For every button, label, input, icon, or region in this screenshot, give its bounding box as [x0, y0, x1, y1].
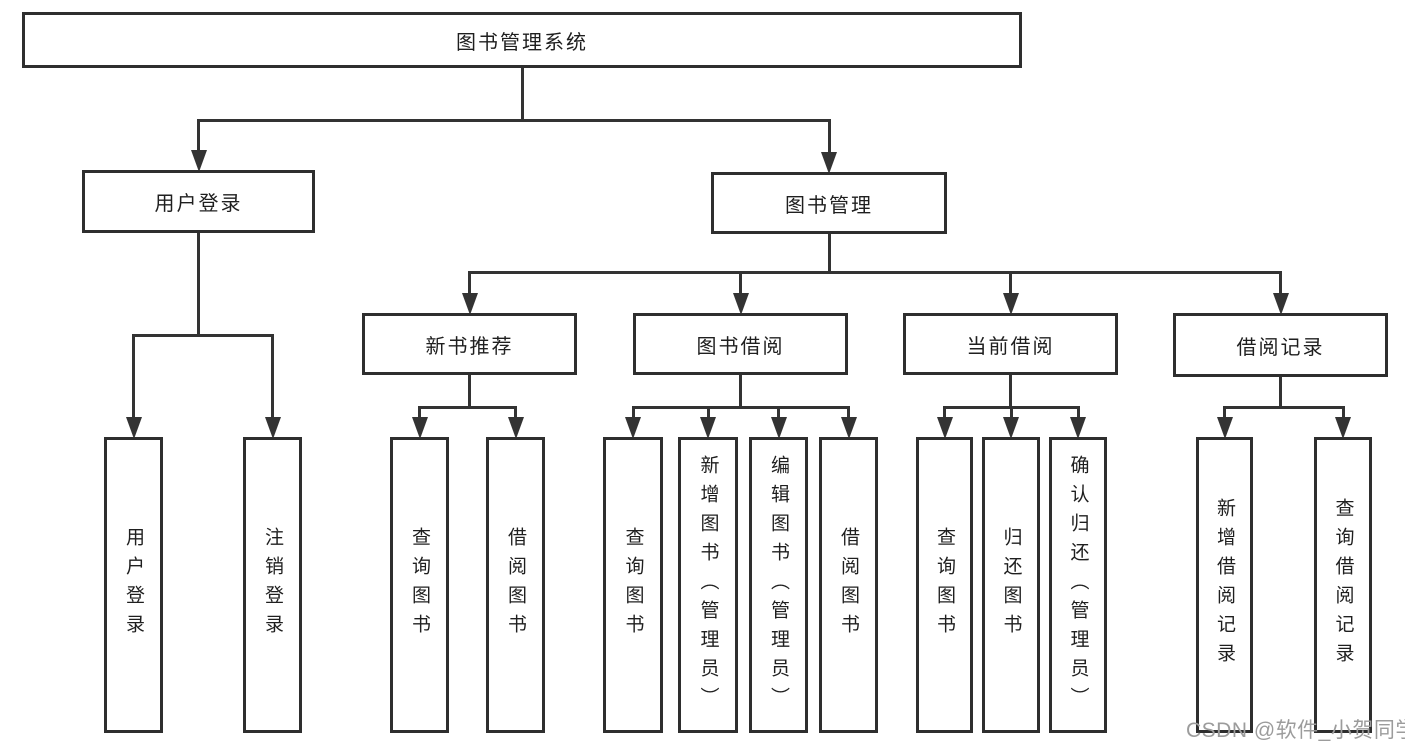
node-label-leaf-nb-borrow: 借阅图书	[505, 527, 526, 643]
arrowhead-icon	[1216, 417, 1233, 439]
node-leaf-bb-edit: 编辑图书（管理员）	[749, 437, 808, 733]
arrowhead-icon	[936, 417, 953, 439]
csdn-watermark: CSDN @软件_小贺同学	[1186, 719, 1405, 742]
node-leaf-logout: 注销登录	[243, 437, 302, 733]
arrowhead-icon	[507, 417, 524, 439]
arrowhead-icon	[625, 417, 641, 439]
connector-line	[1076, 407, 1080, 421]
arrowhead-icon	[411, 417, 428, 439]
node-leaf-cb-confirm: 确认归还（管理员）	[1049, 437, 1107, 733]
arrowhead-icon	[821, 152, 837, 174]
connector-line	[631, 405, 850, 409]
connector-line	[197, 118, 831, 122]
node-book-borrow: 图书借阅	[633, 313, 848, 375]
node-label-book-mgmt: 图书管理	[785, 194, 873, 217]
node-label-leaf-cb-confirm: 确认归还（管理员）	[1067, 454, 1089, 716]
connector-line	[1279, 377, 1282, 407]
node-leaf-user-login: 用户登录	[104, 437, 163, 733]
connector-line	[514, 407, 517, 421]
node-label-new-book-rec: 新书推荐	[425, 335, 514, 358]
node-label-leaf-bb-add: 新增图书（管理员）	[697, 454, 719, 716]
connector-line	[1223, 407, 1226, 421]
connector-line	[1341, 407, 1345, 421]
node-borrow-records: 借阅记录	[1173, 313, 1388, 377]
arrowhead-icon	[700, 417, 716, 439]
node-label-leaf-user-login: 用户登录	[123, 527, 144, 643]
arrowhead-icon	[770, 417, 787, 439]
node-leaf-bb-borrow: 借阅图书	[819, 437, 878, 733]
node-label-leaf-br-add: 新增借阅记录	[1214, 498, 1235, 672]
node-label-leaf-cb-return: 归还图书	[1000, 527, 1022, 643]
node-label-leaf-logout: 注销登录	[262, 527, 283, 643]
arrowhead-icon	[461, 293, 478, 315]
node-label-leaf-bb-edit: 编辑图书（管理员）	[768, 454, 789, 716]
arrowhead-icon	[1070, 417, 1086, 439]
connector-line	[706, 407, 710, 421]
node-label-leaf-nb-query: 查询图书	[409, 527, 430, 643]
node-leaf-cb-query: 查询图书	[916, 437, 973, 733]
node-label-leaf-cb-query: 查询图书	[934, 527, 955, 643]
arrowhead-icon	[1003, 417, 1019, 439]
arrowhead-icon	[264, 417, 281, 439]
node-leaf-br-query: 查询借阅记录	[1314, 437, 1372, 733]
node-label-leaf-bb-borrow: 借阅图书	[838, 527, 859, 643]
connector-line	[1009, 272, 1012, 297]
node-label-leaf-bb-query: 查询图书	[622, 527, 644, 643]
connector-line	[1009, 375, 1012, 407]
node-leaf-br-add: 新增借阅记录	[1196, 437, 1253, 733]
arrowhead-icon	[840, 417, 857, 439]
node-label-book-borrow: 图书借阅	[696, 335, 785, 358]
arrowhead-icon	[190, 150, 207, 172]
connector-line	[943, 407, 946, 421]
node-leaf-nb-borrow: 借阅图书	[486, 437, 545, 733]
node-book-mgmt: 图书管理	[711, 172, 947, 234]
node-leaf-bb-add: 新增图书（管理员）	[678, 437, 738, 733]
node-leaf-nb-query: 查询图书	[390, 437, 449, 733]
connector-line	[132, 333, 274, 337]
connector-line	[468, 272, 471, 297]
node-current-borrow: 当前借阅	[903, 313, 1118, 375]
connector-line	[197, 233, 200, 335]
arrowhead-icon	[1335, 417, 1351, 439]
connector-line	[271, 335, 274, 421]
node-label-user-login: 用户登录	[154, 193, 243, 215]
node-label-borrow-records: 借阅记录	[1236, 336, 1325, 359]
connector-line	[739, 272, 742, 297]
node-user-login: 用户登录	[82, 170, 315, 233]
node-root: 图书管理系统	[22, 12, 1022, 68]
arrowhead-icon	[1002, 293, 1019, 315]
node-leaf-bb-query: 查询图书	[603, 437, 663, 733]
connector-line	[468, 375, 471, 407]
connector-line	[827, 234, 831, 272]
node-new-book-rec: 新书推荐	[362, 313, 577, 375]
connector-line	[827, 120, 831, 156]
connector-line	[132, 335, 135, 421]
connector-line	[418, 407, 421, 421]
node-label-leaf-br-query: 查询借阅记录	[1332, 498, 1354, 672]
connector-line	[739, 375, 742, 407]
connector-line	[1009, 407, 1013, 421]
node-label-current-borrow: 当前借阅	[966, 335, 1055, 358]
arrowhead-icon	[1272, 293, 1289, 315]
node-leaf-cb-return: 归还图书	[982, 437, 1040, 733]
connector-line	[631, 407, 635, 421]
connector-line	[1279, 272, 1282, 297]
connector-line	[1223, 405, 1345, 409]
arrowhead-icon	[125, 417, 142, 439]
connector-line	[847, 407, 850, 421]
connector-line	[520, 68, 524, 120]
connector-line	[468, 270, 1282, 274]
connector-line	[418, 405, 517, 409]
connector-line	[777, 407, 780, 421]
arrowhead-icon	[732, 293, 749, 315]
node-label-root: 图书管理系统	[456, 31, 588, 54]
connector-line	[197, 120, 200, 154]
